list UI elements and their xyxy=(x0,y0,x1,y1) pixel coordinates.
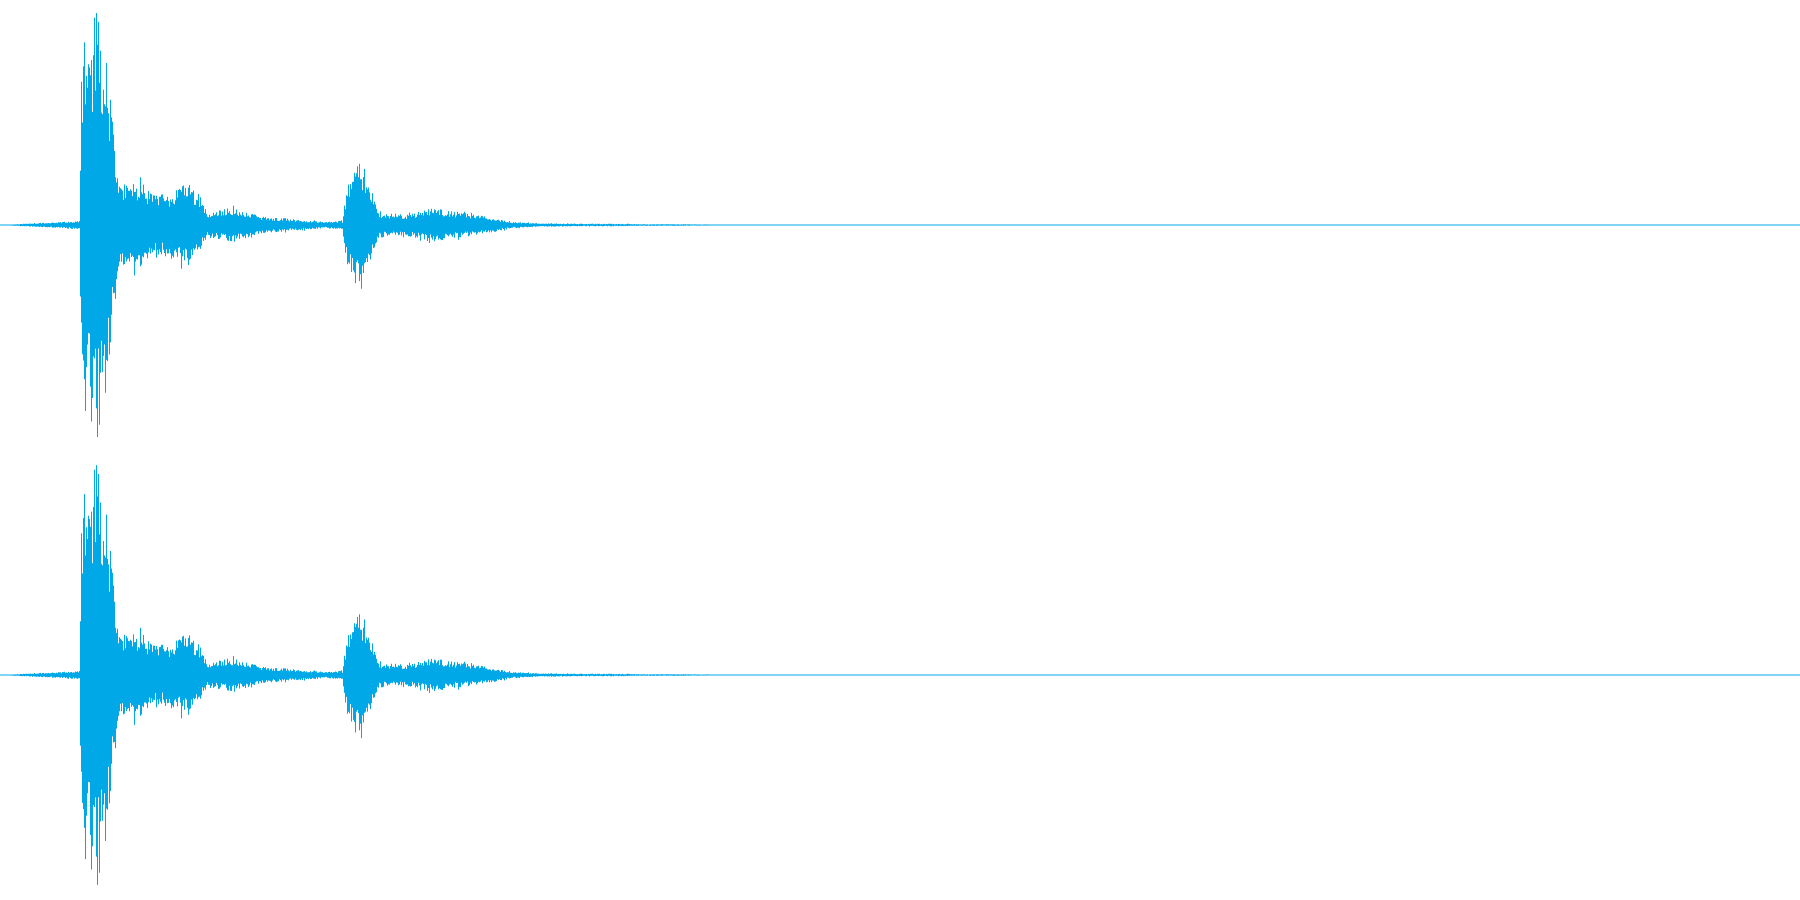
channel-right-waveform xyxy=(6,465,724,885)
waveform-channel-left[interactable] xyxy=(0,13,1800,437)
waveform-channel-right[interactable] xyxy=(0,465,1800,885)
channel-left-waveform xyxy=(6,13,724,437)
